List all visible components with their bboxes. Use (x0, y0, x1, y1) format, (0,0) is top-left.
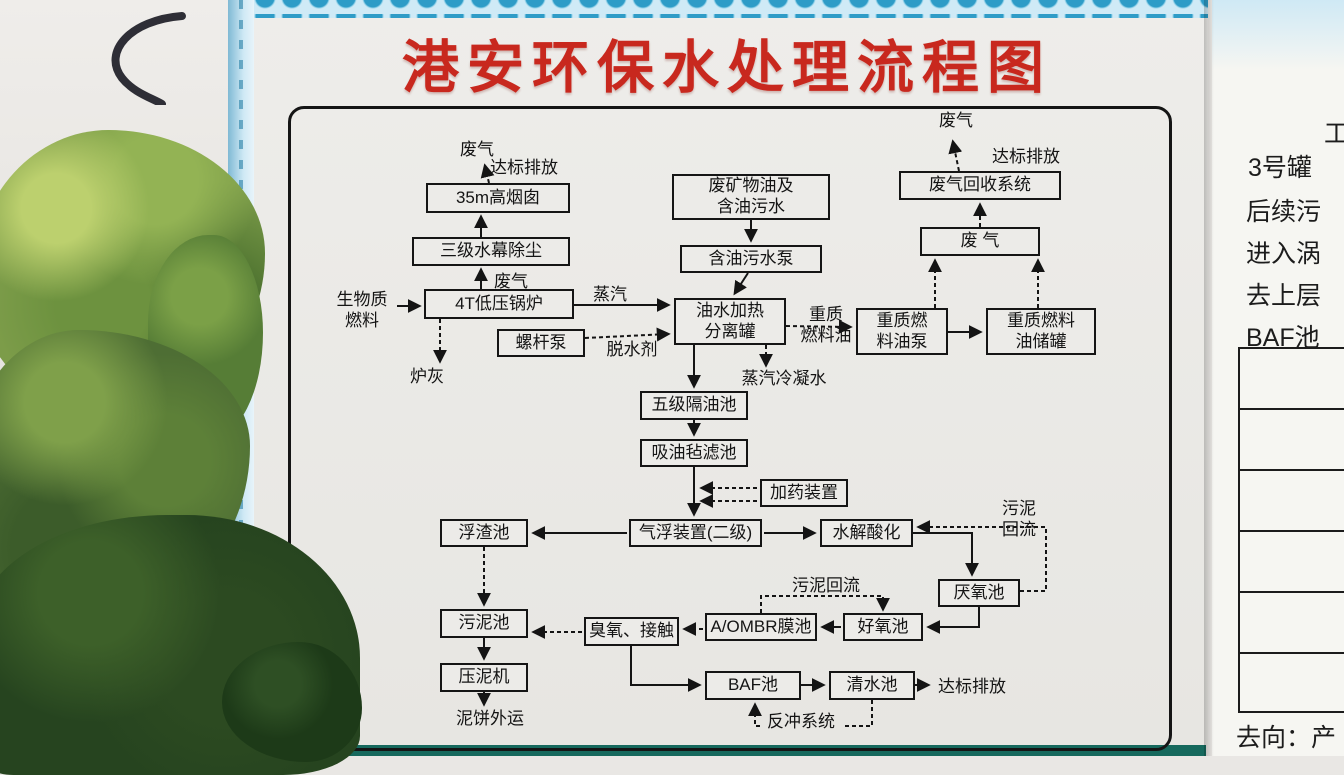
label-gas-mid: 废气 (494, 272, 528, 291)
node-oil-trap: 五级隔油池 (640, 391, 748, 420)
side-footer-text: 去向：产 (1236, 724, 1337, 752)
side-text-line: 去上层 (1246, 282, 1322, 310)
side-text-line: 后续污 (1246, 198, 1322, 226)
node-sludge-press: 压泥机 (440, 663, 528, 692)
label-sludge-return-mid: 污泥回流 (792, 576, 860, 595)
label-discharge-bottom: 达标排放 (938, 677, 1006, 696)
side-table-row (1240, 410, 1344, 471)
sign-right-panel (1212, 0, 1344, 756)
node-hydrolysis: 水解酸化 (820, 519, 913, 547)
node-gas-recovery: 废气回收系统 (899, 171, 1061, 200)
side-table-row (1240, 654, 1344, 713)
node-waste-mineral-oil: 废矿物油及 含油污水 (672, 174, 830, 220)
node-water-curtain: 三级水幕除尘 (412, 237, 570, 266)
label-heavy-fuel-oil: 重质 燃料油 (800, 305, 852, 346)
node-anaerobic: 厌氧池 (938, 579, 1020, 607)
label-steam-condensate: 蒸汽冷凝水 (741, 369, 827, 388)
side-table-row (1240, 593, 1344, 654)
node-wool-filter: 吸油毡滤池 (640, 439, 748, 467)
side-text-line: 工 (1324, 120, 1344, 148)
label-backwash-system: 反冲系统 (767, 712, 835, 731)
sign-right-panel-top-fade (1212, 0, 1344, 70)
label-sludge-cake: 泥饼外运 (456, 709, 524, 728)
node-waste-gas: 废 气 (920, 227, 1040, 256)
node-screw-pump: 螺杆泵 (497, 329, 585, 357)
side-table-row (1240, 349, 1344, 410)
node-baf: BAF池 (705, 671, 801, 700)
node-aerobic: 好氧池 (843, 613, 923, 641)
node-chimney: 35m高烟囱 (426, 183, 570, 213)
side-table (1238, 347, 1344, 713)
label-discharge-top-left: 达标排放 (490, 158, 558, 177)
side-text-line: 3号罐 (1248, 154, 1312, 182)
sign-top-decorative-band (252, 0, 1208, 18)
sign-panel-seam (1204, 0, 1214, 756)
node-separator: 油水加热 分离罐 (674, 298, 786, 345)
side-table-row (1240, 532, 1344, 593)
node-dosing: 加药装置 (760, 479, 848, 507)
node-heavy-fuel-pump: 重质燃 料油泵 (856, 308, 948, 355)
node-flotation: 气浮装置(二级) (629, 519, 762, 547)
sign-title: 港安环保水处理流程图 (402, 36, 1052, 100)
node-heavy-fuel-tank: 重质燃料 油储罐 (986, 308, 1096, 355)
lamp-bracket (111, 12, 186, 105)
label-biomass: 生物质 燃料 (336, 290, 388, 331)
side-text-line: 进入涡 (1246, 240, 1322, 268)
label-discharge-top-right: 达标排放 (992, 147, 1060, 166)
node-boiler: 4T低压锅炉 (424, 289, 574, 319)
label-gas-top-right: 废气 (939, 111, 973, 130)
foliage (222, 642, 362, 762)
node-clear-pool: 清水池 (829, 671, 915, 700)
side-table-row (1240, 471, 1344, 532)
label-steam: 蒸汽 (593, 285, 627, 304)
node-scum-pool: 浮渣池 (440, 519, 528, 547)
node-oily-water-pump: 含油污水泵 (680, 245, 822, 273)
node-membrane: A/OMBR膜池 (705, 613, 817, 641)
flowchart-border (288, 106, 1172, 751)
node-sludge-pool: 污泥池 (440, 609, 528, 638)
label-ash: 炉灰 (410, 367, 444, 386)
label-sludge-return-right: 污泥 回流 (1002, 499, 1036, 540)
node-ozone: 臭氧、接触 (584, 617, 679, 646)
label-gas-top-left: 废气 (460, 140, 494, 159)
label-dewatering-agent: 脱水剂 (606, 340, 658, 359)
